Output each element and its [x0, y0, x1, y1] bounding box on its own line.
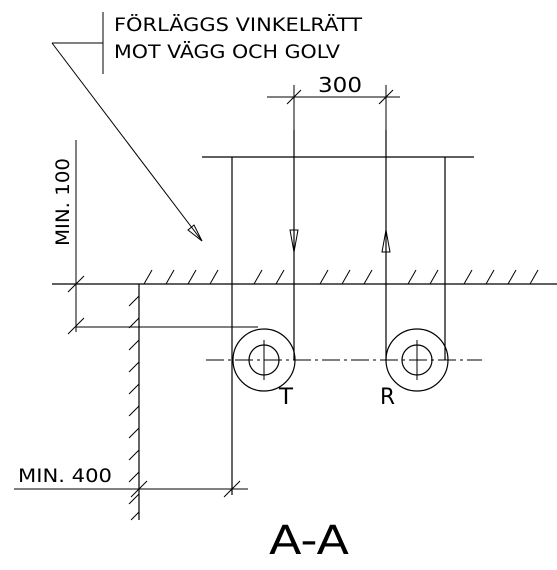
leader-arrowhead [187, 224, 203, 242]
pipe-supply-label: T [278, 385, 294, 410]
pipe-return-label: R [380, 385, 395, 410]
floor-line [52, 269, 557, 520]
note-line-2: MOT VÄGG OCH GOLV [114, 40, 340, 63]
supply-pipe-line [289, 130, 299, 360]
note-line-1: FÖRLÄGGS VINKELRÄTT [114, 13, 362, 36]
supply-arrow-icon [289, 229, 299, 253]
dimension-min-400: MIN. 400 [14, 465, 248, 498]
pipe-supply-t: T [232, 328, 296, 410]
dimension-min-400-label: MIN. 400 [18, 465, 112, 487]
pipe-casing [202, 156, 474, 495]
note-callout: FÖRLÄGGS VINKELRÄTT MOT VÄGG OCH GOLV [51, 12, 362, 242]
dimension-300-label: 300 [318, 73, 362, 97]
pipe-return-r: R [380, 328, 449, 410]
return-arrow-icon [381, 229, 391, 253]
dimension-min-100-label: MIN. 100 [52, 158, 74, 246]
section-label: A-A [269, 518, 350, 564]
wall-hatching [128, 295, 140, 521]
return-pipe-line [381, 130, 391, 360]
dimension-300: 300 [267, 73, 400, 130]
dimension-min-100: MIN. 100 [52, 140, 258, 335]
